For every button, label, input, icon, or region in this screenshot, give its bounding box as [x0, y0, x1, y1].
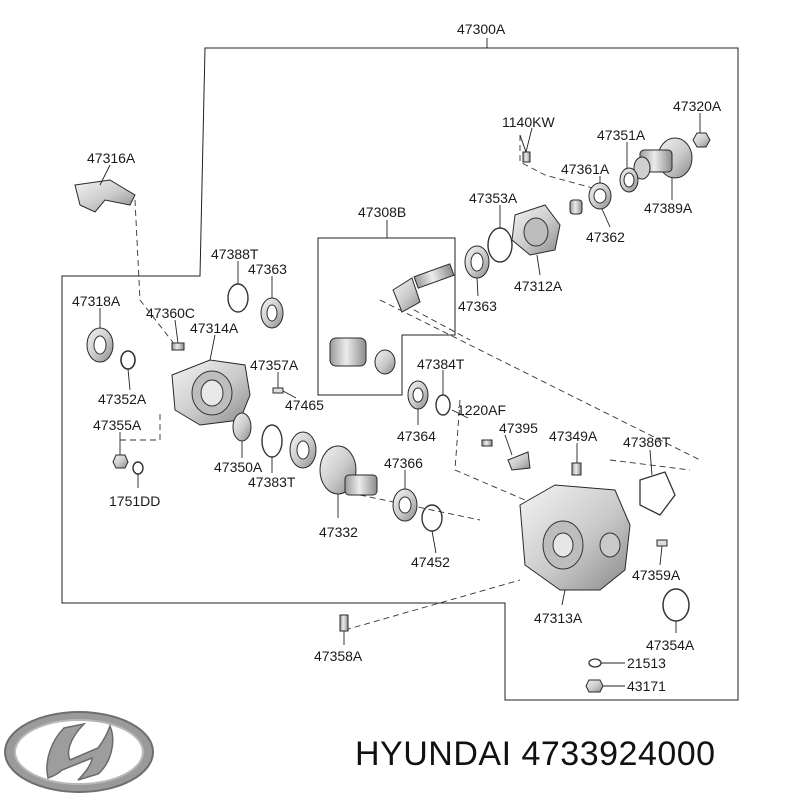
bearing-47363-left [260, 297, 284, 329]
label-43171: 43171 [627, 678, 666, 694]
pinion-gear-47308B [392, 263, 455, 313]
label-47366: 47366 [384, 455, 423, 471]
bracket-47316A [74, 179, 136, 213]
case-47313A [519, 484, 631, 591]
label-47395: 47395 [499, 420, 538, 436]
seal-47350A [232, 412, 252, 442]
label-47300A: 47300A [457, 21, 506, 37]
label-47359A: 47359A [632, 567, 681, 583]
leader-lines [99, 113, 701, 687]
shim-47388T [227, 283, 249, 313]
gear-47332 [319, 445, 378, 496]
label-47362: 47362 [586, 229, 625, 245]
label-47351A: 47351A [597, 127, 646, 143]
label-47386T: 47386T [623, 434, 671, 450]
seal-47351A [619, 167, 639, 193]
footer-caption: HYUNDAI 4733924000 [355, 735, 716, 774]
bearing-47366 [392, 488, 418, 522]
washer-1751DD [132, 461, 144, 475]
bearing-47362 [588, 182, 612, 210]
alignment-lines [120, 135, 701, 631]
plug-43171 [585, 679, 604, 693]
label-47355A: 47355A [93, 417, 142, 433]
oring-47354A [662, 588, 690, 622]
oring-47353A [487, 227, 513, 263]
label-47352A: 47352A [98, 391, 147, 407]
label-21513: 21513 [627, 655, 666, 671]
washer-21513 [588, 658, 602, 668]
label-1140KW: 1140KW [502, 114, 555, 130]
label-47313A: 47313A [534, 610, 583, 626]
label-47383T: 47383T [248, 474, 296, 490]
bracket-47395 [507, 451, 531, 471]
label-1220AF: 1220AF [457, 402, 506, 418]
label-47363-right: 47363 [458, 298, 497, 314]
plug-47355A [112, 454, 129, 469]
label-47350A: 47350A [214, 459, 263, 475]
label-47314A: 47314A [190, 320, 239, 336]
ring-47383T [261, 424, 283, 458]
bolt-1220AF [481, 439, 493, 447]
label-47308B: 47308B [358, 204, 406, 220]
pin-47357A [272, 387, 284, 394]
gasket-47386T [639, 471, 676, 516]
label-47361A: 47361A [561, 161, 610, 177]
label-47452: 47452 [411, 554, 450, 570]
housing-47312A [511, 204, 561, 256]
plug-47349A [571, 462, 582, 476]
bearing-47364 [407, 380, 429, 410]
label-47320A: 47320A [673, 98, 722, 114]
bolt-47360C [171, 342, 185, 351]
brand-name: HYUNDAI [355, 735, 512, 773]
gear-assembly-47308B [329, 337, 396, 375]
bearing-47363-right [464, 245, 490, 279]
assembly-frame [61, 47, 739, 701]
nut-47320A [692, 132, 711, 148]
label-47363-left: 47363 [248, 261, 287, 277]
label-47358A: 47358A [314, 648, 363, 664]
ring-47452 [421, 504, 443, 532]
label-47389A: 47389A [644, 200, 693, 216]
label-47364: 47364 [397, 428, 436, 444]
bolt-1140KW [519, 134, 531, 163]
label-47332: 47332 [319, 524, 358, 540]
pin-47359A [656, 539, 668, 547]
label-1751DD: 1751DD [109, 493, 160, 509]
ring-47352A [120, 350, 136, 370]
label-47465: 47465 [285, 397, 324, 413]
seal-47318A [86, 327, 114, 363]
label-47349A: 47349A [549, 428, 598, 444]
label-47316A: 47316A [87, 150, 136, 166]
subassembly-box-47308B [317, 237, 456, 396]
label-47360C: 47360C [146, 305, 195, 321]
label-47357A: 47357A [250, 357, 299, 373]
label-47318A: 47318A [72, 293, 121, 309]
part-labels: 47300A 47320A 1140KW 47351A 47316A 47361… [72, 21, 722, 694]
flange-47389A [633, 137, 693, 180]
housing-47314A [171, 359, 251, 426]
label-47388T: 47388T [211, 246, 259, 262]
label-47384T: 47384T [417, 356, 465, 372]
bearing-47465 [289, 431, 317, 469]
label-47353A: 47353A [469, 190, 518, 206]
label-47354A: 47354A [646, 637, 695, 653]
part-number: 4733924000 [521, 735, 716, 773]
spacer-47361A [569, 199, 583, 215]
label-47312A: 47312A [514, 278, 563, 294]
hyundai-logo [4, 711, 154, 793]
ring-47384T [435, 394, 451, 416]
bolt-47358A [339, 614, 349, 632]
